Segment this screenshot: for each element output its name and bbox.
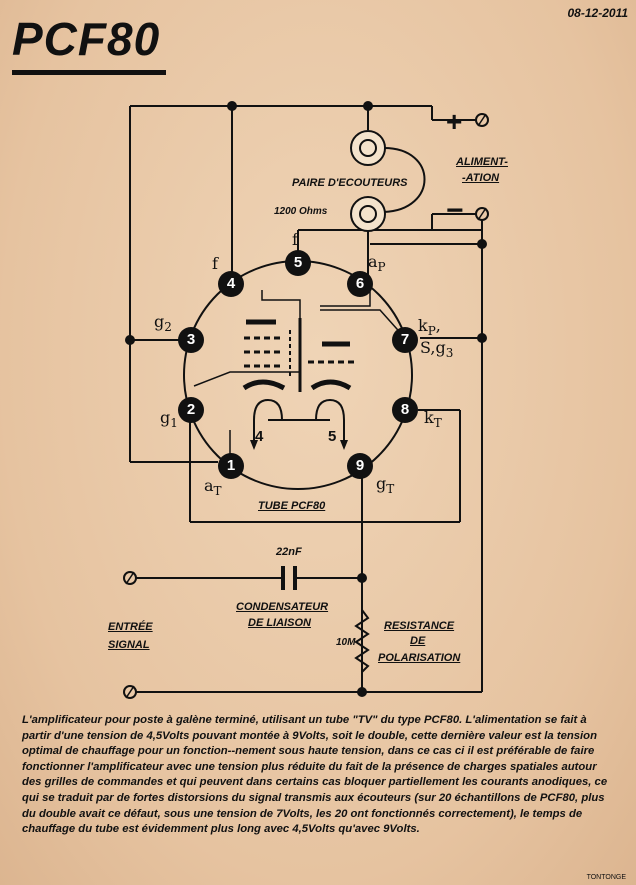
- resistance-label-2: DE: [410, 635, 426, 647]
- pin9-symbol: gT: [376, 474, 395, 497]
- minus-sign: −: [446, 194, 464, 227]
- tube-pin-6: 6: [347, 271, 373, 297]
- arrow-left-icon: [250, 440, 258, 450]
- headphones-label: PAIRE D'ECOUTEURS: [292, 177, 408, 189]
- pin4-symbol: f: [212, 254, 218, 273]
- tube-envelope: [183, 260, 413, 490]
- arrow-right-icon: [340, 440, 348, 450]
- pin7-symbol: kP,: [418, 316, 441, 339]
- earpiece-top: [350, 130, 386, 166]
- description-paragraph: L'amplificateur pour poste à galène term…: [22, 714, 608, 836]
- title-underline: [12, 70, 166, 75]
- earpiece-bottom: [350, 196, 386, 232]
- junction-dot: [125, 335, 135, 345]
- tube-pin-4: 4: [218, 271, 244, 297]
- tube-pin-5: 5: [285, 250, 311, 276]
- alimentation-label-1: ALIMENT-: [456, 156, 508, 168]
- pin2-symbol: g1: [160, 408, 178, 431]
- pin6-symbol: aP: [368, 252, 386, 275]
- junction-dot: [357, 573, 367, 583]
- resistance-label-1: RESISTANCE: [384, 620, 455, 632]
- capacitance-label: 22nF: [276, 546, 302, 558]
- junction-dot: [363, 101, 373, 111]
- tube-pin-2: 2: [178, 397, 204, 423]
- internal-wire-1: [261, 290, 301, 320]
- earpiece-bottom-inner: [359, 205, 377, 223]
- resistor-zigzag: [354, 609, 370, 673]
- entree-label-1: ENTRÉE: [108, 621, 153, 633]
- entree-label-2: SIGNAL: [108, 639, 150, 651]
- cathode-right: [310, 379, 352, 391]
- cathode-left: [242, 379, 286, 391]
- filament-left: [253, 398, 283, 421]
- junction-dot: [477, 333, 487, 343]
- pin3-symbol: g2: [154, 312, 172, 335]
- tube-pin-9: 9: [347, 453, 373, 479]
- resistance-label-3: POLARISATION: [378, 652, 461, 664]
- resistor-value-label: 10M: [336, 637, 356, 648]
- earpiece-top-inner: [359, 139, 377, 157]
- condensateur-label-2: DE LIAISON: [248, 617, 311, 629]
- ohms-label: 1200 Ohms: [274, 206, 328, 217]
- filament-right: [315, 398, 345, 421]
- headphone-cord: [383, 147, 426, 213]
- date-label: 08-12-2011: [567, 6, 629, 20]
- tube-label: TUBE PCF80: [258, 500, 326, 512]
- junction-dot: [357, 687, 367, 697]
- page-title: PCF80: [12, 13, 161, 65]
- filament-mark-4: 4: [255, 428, 264, 445]
- signature: TONTONGE: [586, 874, 626, 881]
- pin7-symbol-2: S,g3: [420, 338, 454, 361]
- pin5-symbol: f: [292, 230, 298, 249]
- internal-wire-4: [193, 371, 300, 387]
- alimentation-label-2: -ATION: [462, 172, 500, 184]
- tube-pin-1: 1: [218, 453, 244, 479]
- pin1-symbol: aT: [204, 476, 222, 499]
- internal-wire-2: [320, 290, 371, 307]
- condensateur-label-1: CONDENSATEUR: [236, 601, 329, 613]
- plus-sign: +: [446, 106, 463, 137]
- filament-mark-5: 5: [328, 428, 337, 445]
- junction-dot: [227, 101, 237, 111]
- tube-pin-3: 3: [178, 327, 204, 353]
- tube-pin-8: 8: [392, 397, 418, 423]
- junction-dot: [477, 239, 487, 249]
- pin8-symbol: kT: [424, 408, 442, 431]
- tube-pin-7: 7: [392, 327, 418, 353]
